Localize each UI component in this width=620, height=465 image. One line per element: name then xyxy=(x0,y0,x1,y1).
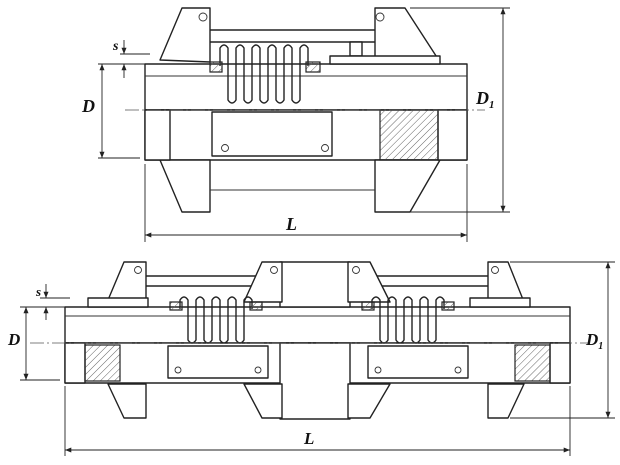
casing-top-plate xyxy=(189,29,381,43)
label-D-bottom: D xyxy=(7,330,20,349)
label-s-bottom: s xyxy=(35,284,41,299)
left-flange-upper xyxy=(159,7,211,63)
single-compensator-drawing: s D D1 L xyxy=(81,7,510,242)
label-L-bottom: L xyxy=(303,429,314,448)
label-L-top: L xyxy=(285,214,297,234)
pipe-upper-bottom xyxy=(64,306,571,344)
center-sleeve xyxy=(279,261,351,308)
label-D-top: D xyxy=(81,96,95,116)
label-D1-bottom: D1 xyxy=(585,330,603,352)
guide-plate-top xyxy=(211,111,333,157)
bellows-top xyxy=(209,44,321,104)
label-D1-top: D1 xyxy=(475,88,495,111)
label-s-top: s xyxy=(112,39,119,54)
double-compensator-drawing: s D D1 L xyxy=(7,261,615,456)
left-flange-lower xyxy=(159,159,211,213)
right-flange-upper xyxy=(374,7,441,63)
right-flange-lower xyxy=(374,159,441,213)
